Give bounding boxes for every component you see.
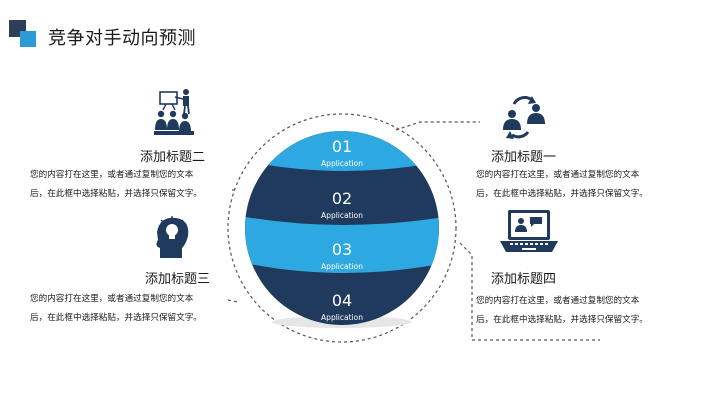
item-body-3: 您的内容打在这里，或者通过复制您的文本 后，在此框中选择粘贴，并选择只保留文字。	[30, 290, 230, 328]
dashed-outer-ring	[227, 113, 457, 343]
band-04-label: Application	[321, 313, 363, 322]
logo-teal-square	[20, 31, 36, 47]
item-body-1-line1: 您的内容打在这里，或者通过复制您的文本	[476, 170, 640, 180]
band-02-number: 02	[332, 189, 352, 208]
item-title-3: 添加标题三	[145, 272, 211, 287]
item-title-2: 添加标题二	[140, 150, 206, 165]
item-body-1-line2: 后，在此框中选择粘贴，并选择只保留文字。	[476, 189, 648, 199]
item-body-4-line2: 后，在此框中选择粘贴，并选择只保留文字。	[476, 315, 648, 325]
exchange-users-icon	[503, 96, 545, 139]
band-04-number: 04	[332, 291, 352, 310]
band-03	[245, 216, 439, 273]
item-body-2: 您的内容打在这里，或者通过复制您的文本 后，在此框中选择粘贴，并选择只保留文字。	[30, 166, 230, 204]
band-03-label: Application	[321, 262, 363, 271]
item-body-2-line2: 后，在此框中选择粘贴，并选择只保留文字。	[30, 189, 202, 199]
item-body-3-line1: 您的内容打在这里，或者通过复制您的文本	[30, 294, 194, 304]
idea-head-icon	[156, 216, 189, 258]
item-body-4: 您的内容打在这里，或者通过复制您的文本 后，在此框中选择粘贴，并选择只保留文字。	[476, 292, 676, 330]
band-01-number: 01	[332, 137, 352, 156]
item-body-3-line2: 后，在此框中选择粘贴，并选择只保留文字。	[30, 313, 202, 323]
band-01-label: Application	[321, 159, 363, 168]
item-body-4-line1: 您的内容打在这里，或者通过复制您的文本	[476, 296, 640, 306]
item-title-4: 添加标题四	[491, 272, 557, 287]
item-body-1: 您的内容打在这里，或者通过复制您的文本 后，在此框中选择粘贴，并选择只保留文字。	[476, 166, 676, 204]
band-03-number: 03	[332, 240, 352, 259]
item-body-2-line1: 您的内容打在这里，或者通过复制您的文本	[30, 170, 194, 180]
slide-title: 竞争对手动向预测	[48, 28, 196, 49]
laptop-video-chat-icon	[500, 210, 558, 252]
item-title-1: 添加标题一	[491, 150, 557, 165]
band-02-label: Application	[321, 211, 363, 220]
band-labels: 01 Application 02 Application 03 Applica…	[321, 137, 363, 322]
presentation-audience-icon	[154, 89, 194, 135]
connector-lines	[227, 121, 600, 341]
